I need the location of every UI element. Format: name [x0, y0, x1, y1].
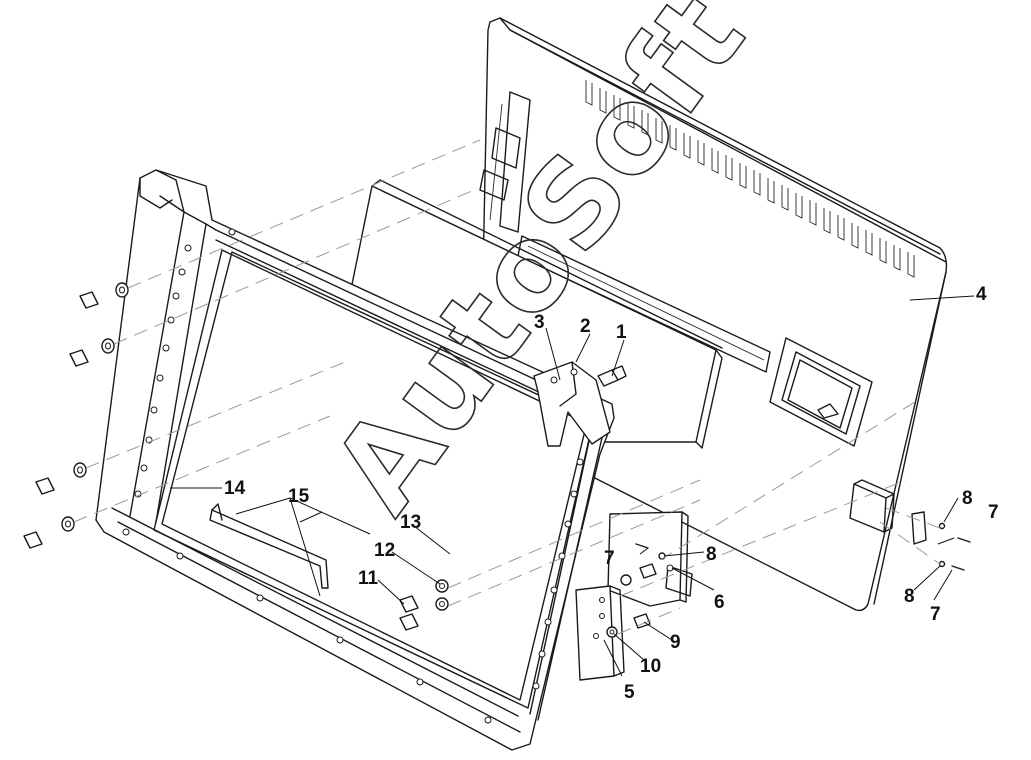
frame-holes — [122, 228, 584, 724]
screw-left-2 — [69, 338, 115, 367]
callout-10: 10 — [640, 656, 661, 677]
panel-slot — [517, 235, 771, 373]
callout-7-right-top: 7 — [988, 502, 999, 523]
bar-part-15 — [209, 503, 329, 589]
callout-4: 4 — [976, 284, 987, 305]
top-clamp-parts-1-2-3 — [533, 361, 627, 447]
callout-5: 5 — [624, 682, 635, 703]
hinge-strip — [479, 91, 531, 233]
callout-8-center: 8 — [706, 544, 717, 565]
callout-3: 3 — [534, 312, 545, 333]
callout-7-center: 7 — [604, 548, 615, 569]
bracket-part-5 — [575, 585, 625, 681]
callout-13: 13 — [400, 512, 421, 533]
screw-left-1 — [79, 282, 129, 309]
callout-2: 2 — [580, 316, 591, 337]
rocker-switch — [769, 337, 873, 447]
callout-12: 12 — [374, 540, 395, 561]
screw-left-3 — [35, 462, 87, 495]
screw-left-4 — [23, 516, 75, 549]
callout-8-right-top: 8 — [962, 488, 973, 509]
callout-labels: 1 2 3 4 5 6 7 7 7 8 8 8 9 10 11 12 13 14… — [224, 284, 999, 703]
leader-lines — [170, 295, 975, 677]
callout-9: 9 — [670, 632, 681, 653]
lower-bracket — [849, 479, 895, 533]
assembly-lines — [73, 139, 941, 635]
callout-1: 1 — [616, 322, 627, 343]
callout-11: 11 — [358, 568, 379, 589]
callout-8-right-bottom: 8 — [904, 586, 915, 607]
left-fasteners — [23, 282, 129, 549]
callout-14: 14 — [224, 478, 246, 499]
callout-15: 15 — [288, 486, 310, 507]
front-frame-part-14 — [95, 169, 615, 751]
callout-7-right-bottom: 7 — [930, 604, 941, 625]
panel-louvres — [585, 80, 915, 278]
fasteners-11-12 — [399, 579, 449, 631]
callout-6: 6 — [714, 592, 725, 613]
small-fasteners — [606, 511, 971, 638]
